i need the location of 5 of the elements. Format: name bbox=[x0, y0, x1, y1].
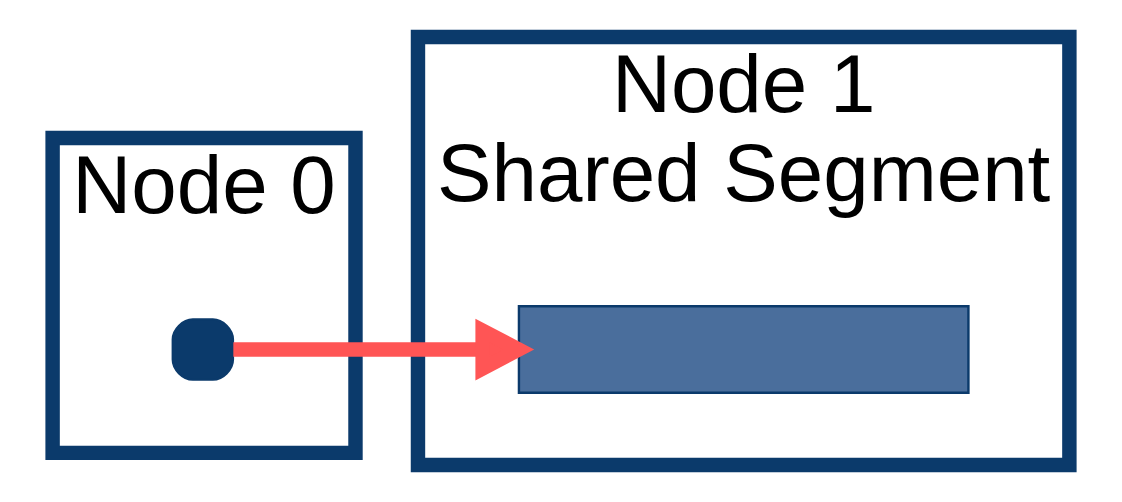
cluster: Node 1 Shared Segment bbox=[410, 29, 1077, 473]
node-bar bbox=[517, 305, 970, 394]
node-box bbox=[171, 318, 235, 381]
arrow bbox=[233, 318, 535, 381]
cluster: Node 0 bbox=[45, 130, 363, 461]
